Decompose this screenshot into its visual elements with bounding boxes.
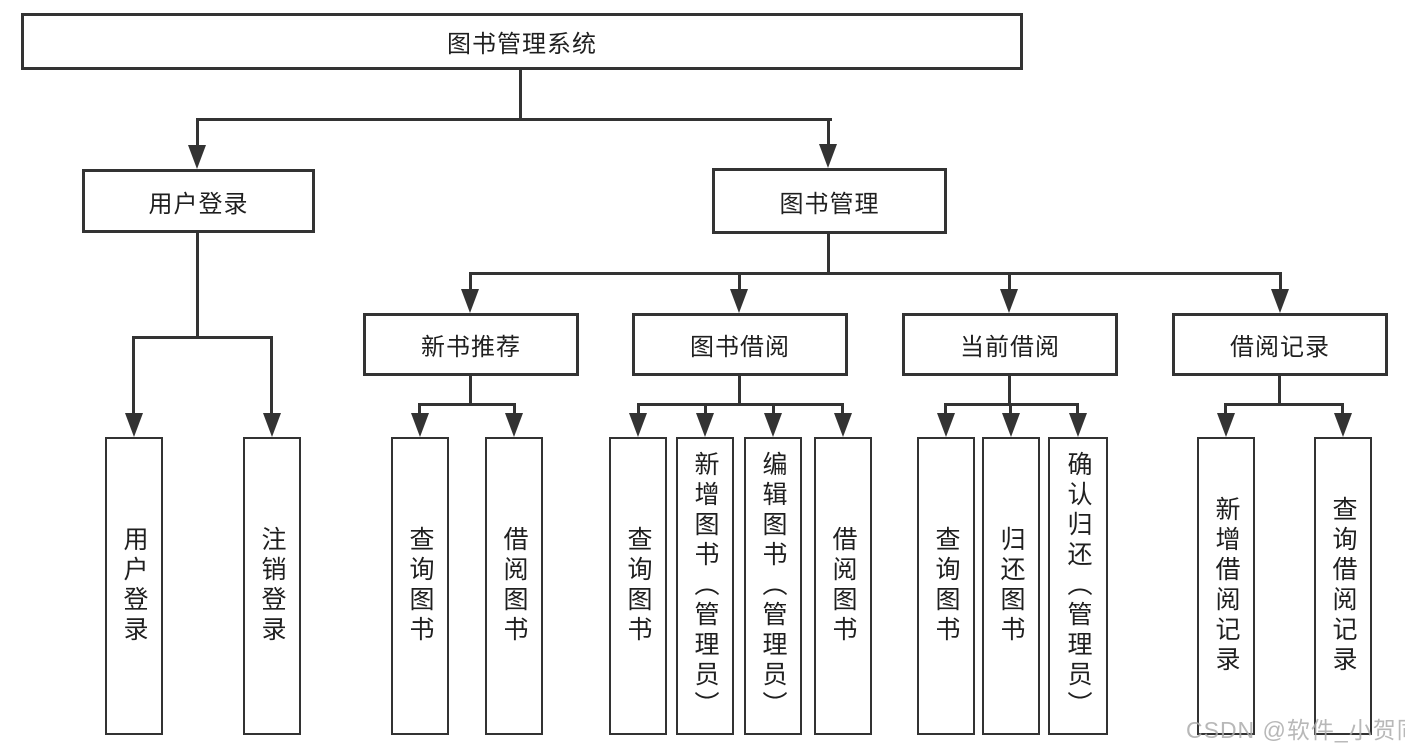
- node-current-borrowing: 当前借阅: [902, 313, 1118, 376]
- connector-drop: [513, 403, 516, 415]
- leaf-user-login: 用户登录: [105, 437, 163, 735]
- arrowhead-book-management: [819, 144, 837, 168]
- leaf-add-books-admin: 新增图书（管理员）: [676, 437, 734, 735]
- connector-drop: [772, 403, 775, 415]
- connector-book-management-branch: [469, 272, 1282, 275]
- connector-new-book-branch: [418, 403, 516, 406]
- connector-drop: [1224, 403, 1227, 415]
- connector-root-branch: [197, 118, 832, 121]
- arrowhead-leaf: [1334, 413, 1352, 437]
- leaf-confirm-return-admin: 确认归还（管理员）: [1048, 437, 1108, 735]
- connector-book-management-stem: [827, 234, 830, 275]
- node-book-borrowing: 图书借阅: [632, 313, 848, 376]
- connector-user-login-stem: [196, 232, 199, 338]
- arrowhead-leaf: [1002, 413, 1020, 437]
- arrowhead-new-book: [461, 289, 479, 313]
- connector-drop-user-login: [196, 118, 199, 148]
- connector-drop: [704, 403, 707, 415]
- leaf-edit-books-admin: 编辑图书（管理员）: [744, 437, 802, 735]
- connector-drop-borrow-records: [1279, 272, 1282, 292]
- arrowhead-leaf-logout: [263, 413, 281, 437]
- arrowhead-leaf: [764, 413, 782, 437]
- connector-new-book-stem: [469, 376, 472, 405]
- node-library-management-system: 图书管理系统: [21, 13, 1023, 70]
- arrowhead-user-login: [188, 145, 206, 169]
- connector-drop: [1341, 403, 1344, 415]
- arrowhead-current-borrow: [1000, 289, 1018, 313]
- connector-drop: [1076, 403, 1079, 415]
- arrowhead-leaf: [1069, 413, 1087, 437]
- leaf-search-books-3: 查询图书: [917, 437, 975, 735]
- arrowhead-leaf: [629, 413, 647, 437]
- node-book-management: 图书管理: [712, 168, 947, 234]
- arrowhead-leaf: [696, 413, 714, 437]
- connector-user-login-branch: [132, 336, 273, 339]
- connector-current-borrow-stem: [1008, 376, 1011, 405]
- connector-drop: [841, 403, 844, 415]
- connector-borrow-records-stem: [1278, 376, 1281, 405]
- leaf-search-books-1: 查询图书: [391, 437, 449, 735]
- connector-drop-leaf-login: [132, 336, 135, 416]
- leaf-return-books: 归还图书: [982, 437, 1040, 735]
- leaf-search-borrow-record: 查询借阅记录: [1314, 437, 1372, 735]
- leaf-borrow-books-2: 借阅图书: [814, 437, 872, 735]
- watermark: CSDN @软件_小贺同学: [1186, 717, 1405, 743]
- node-borrowing-records: 借阅记录: [1172, 313, 1388, 376]
- arrowhead-leaf: [1217, 413, 1235, 437]
- arrowhead-leaf: [505, 413, 523, 437]
- connector-drop: [418, 403, 421, 415]
- connector-drop: [1009, 403, 1012, 415]
- connector-drop-leaf-logout: [270, 336, 273, 416]
- leaf-add-borrow-record: 新增借阅记录: [1197, 437, 1255, 735]
- arrowhead-leaf: [411, 413, 429, 437]
- connector-drop: [944, 403, 947, 415]
- connector-book-borrow-branch: [637, 403, 844, 406]
- arrowhead-leaf: [834, 413, 852, 437]
- arrowhead-leaf-login: [125, 413, 143, 437]
- connector-drop-book-borrow: [738, 272, 741, 292]
- connector-drop-current-borrow: [1008, 272, 1011, 292]
- connector-root-stem: [519, 69, 522, 120]
- connector-book-borrow-stem: [738, 376, 741, 405]
- arrowhead-borrow-records: [1271, 289, 1289, 313]
- leaf-logout: 注销登录: [243, 437, 301, 735]
- connector-drop-new-book: [469, 272, 472, 292]
- arrowhead-book-borrow: [730, 289, 748, 313]
- leaf-search-books-2: 查询图书: [609, 437, 667, 735]
- arrowhead-leaf: [937, 413, 955, 437]
- connector-drop-book-management: [827, 118, 830, 148]
- node-user-login: 用户登录: [82, 169, 315, 233]
- node-new-book-recommendation: 新书推荐: [363, 313, 579, 376]
- connector-drop: [637, 403, 640, 415]
- leaf-borrow-books-1: 借阅图书: [485, 437, 543, 735]
- connector-borrow-records-branch: [1224, 403, 1344, 406]
